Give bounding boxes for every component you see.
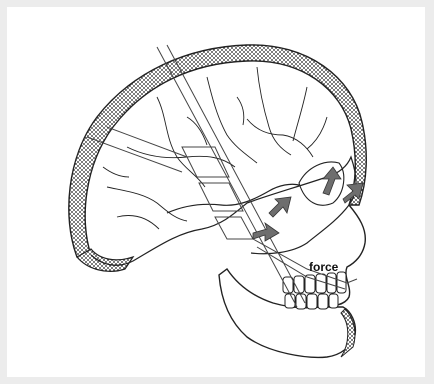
figure-frame: force xyxy=(7,7,425,377)
occipital-region xyxy=(77,249,133,271)
skull-diagram: force xyxy=(7,7,425,377)
teeth xyxy=(283,272,346,309)
maxilla-outline xyxy=(247,157,356,254)
cranial-vault-outer xyxy=(69,45,366,257)
mandible-chin-dots xyxy=(341,309,355,357)
force-arrow-icon xyxy=(253,167,363,241)
force-label: force xyxy=(309,260,339,274)
